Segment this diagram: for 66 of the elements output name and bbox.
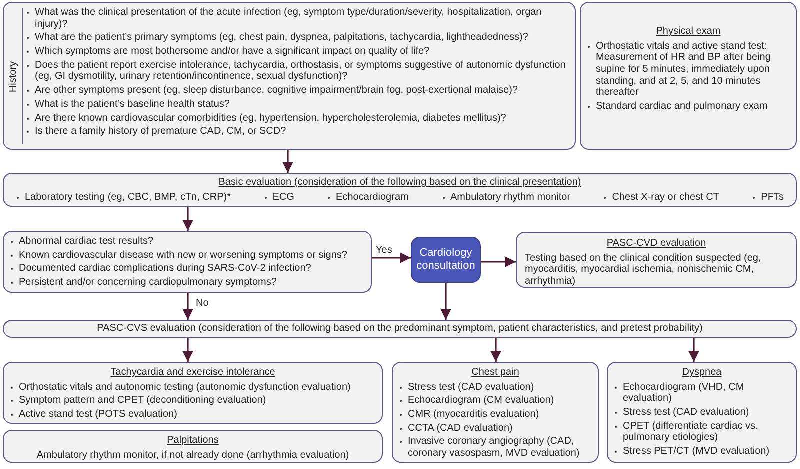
process-box xyxy=(3,320,797,338)
list-item: Stress PET/CT (MVD evaluation) xyxy=(614,446,790,458)
process-box xyxy=(580,2,797,150)
body-text: PASC-CVS evaluation (consideration of the following based on the predominant symptom, patient characteristics, and pretest probability) xyxy=(96,323,704,335)
body-text: Cardiology consultation xyxy=(416,247,476,273)
list-item: Known cardiovascular disease with new or worsening symptoms or signs? xyxy=(10,250,365,262)
list-item: Orthostatic vitals and active stand test: Measurement of HR and BP after being supine for 5 minutes, immediately upon standing, and at 2, 5, and 10 minutes thereafter xyxy=(587,40,790,100)
section-heading: Physical exam xyxy=(655,26,722,38)
list-item: Are other symptoms present (eg, sleep disturbance, cognitive impairment/brain fog, post-exertional malaise)? xyxy=(26,85,569,97)
arrow xyxy=(282,150,294,173)
list-item: CMR (myocarditis evaluation) xyxy=(399,409,592,421)
list-item: Echocardiogram (VHD, CM evaluation) xyxy=(614,382,790,406)
list-item: Is there a family history of premature CAD, CM, or SCD? xyxy=(26,126,569,138)
list-item: Echocardiogram xyxy=(327,192,409,204)
list-item: Echocardiogram (CM evaluation) xyxy=(399,395,592,408)
list-item: CCTA (CAD evaluation) xyxy=(399,422,592,434)
list-item: Persistent and/or concerning cardiopulmonary symptoms? xyxy=(10,277,365,289)
list-item: ECG xyxy=(264,192,294,204)
list-item: Invasive coronary angiography (CAD, coronary vasospasm, MVD evaluation) xyxy=(399,436,592,460)
section-heading: PASC-CVD evaluation xyxy=(606,238,708,250)
list-item: Which symptoms are most bothersome and/or have a significant impact on quality of life? xyxy=(26,46,569,58)
arrow xyxy=(182,207,194,231)
arrow xyxy=(182,293,194,320)
list-item: What is the patient’s baseline health status? xyxy=(26,98,569,110)
list-item: Chest X-ray or chest CT xyxy=(603,192,720,204)
process-box xyxy=(3,173,797,207)
list-item: Symptom pattern and CPET (deconditioning evaluation) xyxy=(10,395,376,408)
arrow xyxy=(481,256,516,268)
process-box xyxy=(607,362,797,463)
list-item: Orthostatic vitals and autonomic testing (autonomic dysfunction evaluation) xyxy=(10,382,376,394)
list-item: Stress test (CAD evaluation) xyxy=(399,382,592,394)
list-item: CPET (differentiate cardiac vs. pulmonary etiologies) xyxy=(614,420,790,444)
body-text: Testing based on the clinical condition suspected (eg, myocarditis, myocardial ischemia, nonischemic CM, arrhythmia) xyxy=(525,252,762,288)
list-item: What was the clinical presentation of the acute infection (eg, symptom type/duration/severity, hospitalization, organ injury)? xyxy=(26,7,569,30)
list-item: Are there known cardiovascular comorbidities (eg, hypertension, hypercholesterolemia, diabetes mellitus)? xyxy=(26,112,569,124)
arrow xyxy=(182,338,194,362)
process-box xyxy=(392,362,599,463)
list-item: Does the patient report exercise intolerance, tachycardia, orthostasis, or symptoms suggestive of autonomic dysfunction (eg, GI dysmotility, urinary retention/incontinence, sexual dysfunction)? xyxy=(26,60,569,84)
process-box xyxy=(516,232,797,288)
arrow xyxy=(372,252,411,264)
list-item: PFTs xyxy=(752,192,784,204)
list-item: What are the patient’s primary symptoms (eg, chest pain, dyspnea, palpitations, tachycardia, lightheadedness)? xyxy=(26,32,569,44)
side-label: History xyxy=(8,61,20,93)
section-heading: Basic evaluation (consideration of the following based on the clinical presentation) xyxy=(218,177,582,189)
body-text: Ambulatory rhythm monitor, if not already done (arrhythmia evaluation) xyxy=(36,450,350,462)
edge-label: Yes xyxy=(376,245,392,256)
process-box xyxy=(3,430,383,463)
list-item: Abnormal cardiac test results? xyxy=(10,236,365,248)
list-item: Documented cardiac complications during SARS-CoV-2 infection? xyxy=(10,263,365,276)
list-item: Laboratory testing (eg, CBC, BMP, cTn, CRP)* xyxy=(16,192,232,204)
arrow xyxy=(688,338,700,362)
list-item: Standard cardiac and pulmonary exam xyxy=(587,101,790,113)
process-box xyxy=(3,231,372,293)
section-heading: Dyspnea xyxy=(681,367,723,379)
process-box xyxy=(3,2,576,150)
section-heading: Chest pain xyxy=(470,367,520,379)
list-item: Active stand test (POTS evaluation) xyxy=(10,409,376,421)
list-item: Ambulatory rhythm monitor xyxy=(442,192,571,204)
section-heading: Tachycardia and exercise intolerance xyxy=(110,367,276,379)
edge-label: No xyxy=(196,298,209,309)
list-item: Stress test (CAD evaluation) xyxy=(614,407,790,419)
arrow xyxy=(490,338,502,362)
section-heading: Palpitations xyxy=(166,435,220,447)
consultation-box xyxy=(411,237,481,283)
arrow xyxy=(440,283,452,320)
process-box xyxy=(3,362,383,424)
